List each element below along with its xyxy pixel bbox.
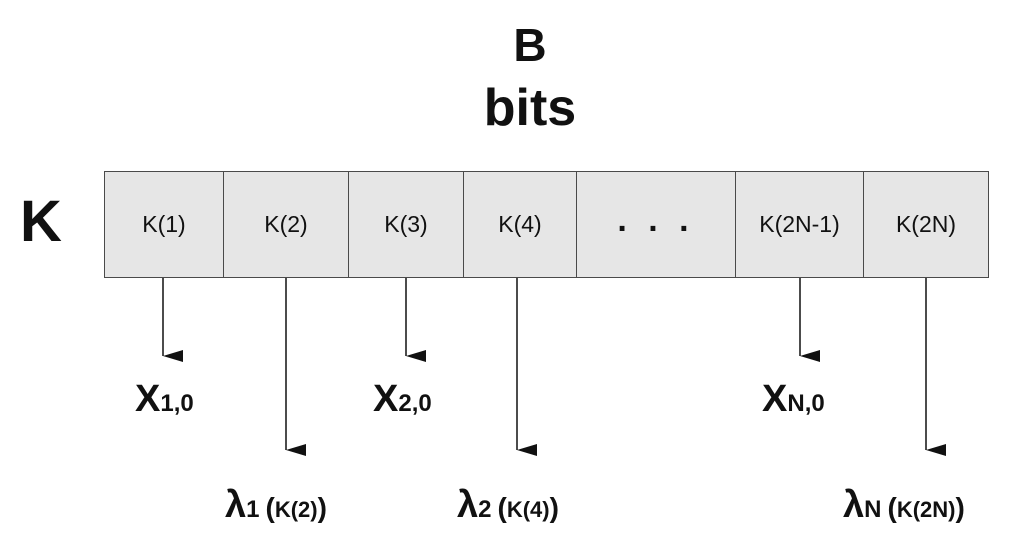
title-line-2: bits — [483, 79, 577, 137]
output-lambdan-arg-inner: K(2N) — [896, 497, 956, 522]
output-lambdan: λN(K(2N)) — [843, 486, 965, 524]
output-lambdan-arg: (K(2N)) — [887, 492, 964, 523]
output-lambda2-subscript: 2 — [478, 496, 492, 523]
output-lambda1-subscript: 1 — [246, 496, 260, 523]
output-lambda2-arg: (K(4)) — [498, 492, 559, 523]
output-xn-symbol: X — [762, 378, 788, 420]
output-lambda2-arg-close: ) — [549, 492, 559, 523]
output-lambda1-arg-inner: K(2) — [274, 497, 318, 522]
output-x2: X2,0 — [373, 380, 432, 418]
output-lambdan-arg-close: ) — [955, 492, 965, 523]
output-x1: X1,0 — [135, 380, 194, 418]
output-lambda1-arg-close: ) — [317, 492, 327, 523]
output-x1-symbol: X — [135, 378, 161, 420]
cell-k2n: K(2N) — [863, 171, 989, 278]
output-x2-symbol: X — [373, 378, 399, 420]
output-lambdan-arg-open: ( — [887, 492, 897, 523]
output-lambda1: λ1(K(2)) — [225, 486, 327, 524]
output-lambda2-symbol: λ — [457, 484, 479, 526]
output-x1-subscript: 1,0 — [160, 390, 194, 417]
output-lambda1-arg: (K(2)) — [266, 492, 327, 523]
cell-k3: K(3) — [348, 171, 464, 278]
output-lambdan-symbol: λ — [843, 484, 865, 526]
output-x2-subscript: 2,0 — [398, 390, 432, 417]
output-lambda2-arg-open: ( — [497, 492, 507, 523]
cell-k2: K(2) — [223, 171, 349, 278]
output-xn: XN,0 — [762, 380, 825, 418]
output-lambdan-subscript: N — [864, 496, 882, 523]
title-line-1: B — [513, 19, 547, 71]
output-lambda1-arg-open: ( — [265, 492, 275, 523]
cell-k2n-minus-1: K(2N-1) — [735, 171, 864, 278]
cell-ellipsis: . . . — [576, 171, 736, 278]
output-lambda1-symbol: λ — [225, 484, 247, 526]
output-lambda2: λ2(K(4)) — [457, 486, 559, 524]
row-label-k: K — [20, 189, 62, 254]
output-lambda2-arg-inner: K(4) — [506, 497, 550, 522]
output-xn-subscript: N,0 — [787, 390, 825, 417]
cell-k4: K(4) — [463, 171, 577, 278]
